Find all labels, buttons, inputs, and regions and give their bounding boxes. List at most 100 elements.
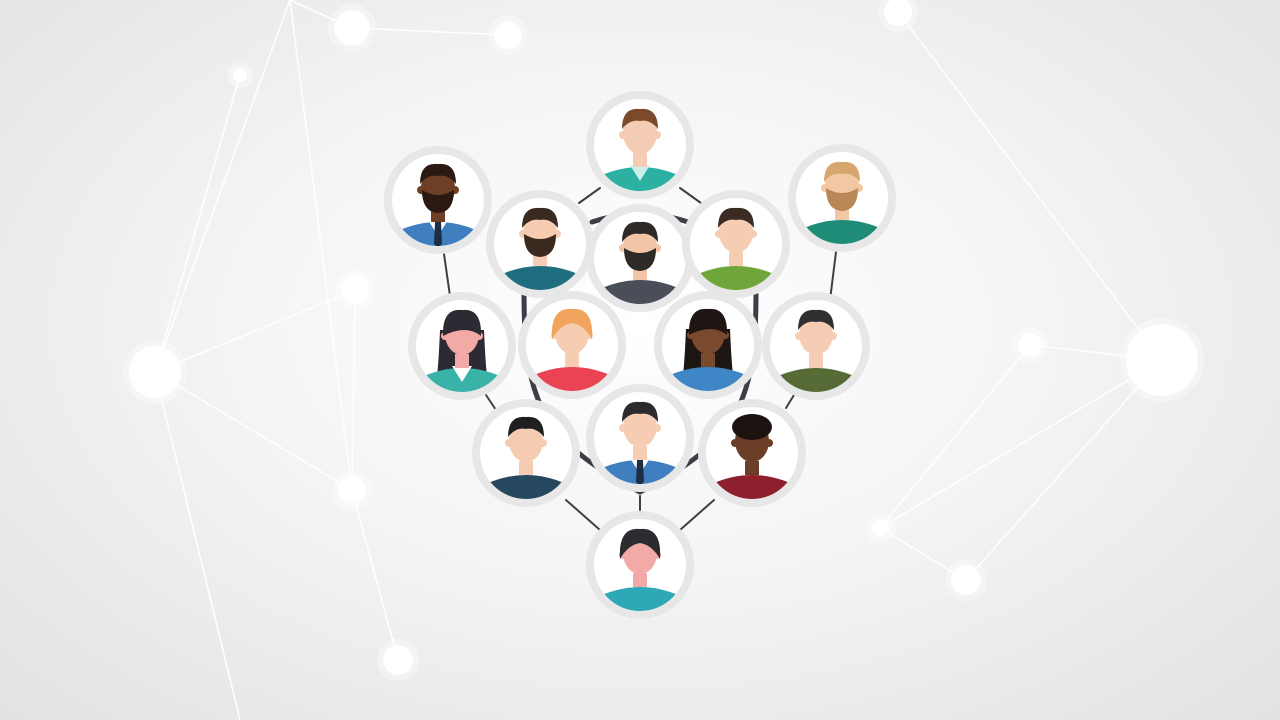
hair xyxy=(420,163,456,184)
beard xyxy=(524,234,556,257)
hair xyxy=(442,309,482,336)
shirt xyxy=(776,368,856,392)
neck xyxy=(701,353,715,367)
network-line xyxy=(879,344,1031,529)
network-line xyxy=(154,371,353,491)
shirt xyxy=(600,587,680,611)
network-node xyxy=(341,276,369,304)
avatar-center-bearded-man xyxy=(586,204,694,312)
collar xyxy=(630,165,650,181)
network-node xyxy=(129,346,181,398)
ear xyxy=(505,439,513,447)
person-figure xyxy=(712,414,792,499)
shirt xyxy=(668,367,748,391)
network-node xyxy=(1018,333,1042,357)
hair xyxy=(798,309,834,330)
ear xyxy=(653,131,661,139)
network-line xyxy=(879,359,1163,529)
ear xyxy=(749,230,757,238)
avatar-mid-right-woman xyxy=(654,291,762,399)
hair xyxy=(688,308,728,335)
avatar-mid-left-woman xyxy=(518,291,626,399)
network-node xyxy=(338,476,366,504)
network-node xyxy=(383,645,413,675)
neck xyxy=(455,354,469,368)
connector-line xyxy=(485,394,497,411)
beard xyxy=(826,188,858,211)
avatar-lower-center-man xyxy=(586,384,694,492)
avatar-lower-right-woman xyxy=(698,399,806,507)
connector-line xyxy=(443,253,451,297)
neck xyxy=(729,252,743,266)
person-figure xyxy=(422,309,502,392)
avatar-top-man xyxy=(586,91,694,199)
ear xyxy=(795,332,803,340)
hair xyxy=(824,161,860,182)
shirt xyxy=(696,266,776,290)
person-figure xyxy=(600,221,680,304)
ear xyxy=(829,332,837,340)
beard xyxy=(624,248,656,271)
person-figure xyxy=(500,207,580,290)
shirt xyxy=(712,475,792,499)
face xyxy=(623,112,657,154)
shirt xyxy=(500,266,580,290)
shirt xyxy=(600,280,680,304)
avatar-upper-left-businessman xyxy=(384,146,492,254)
face xyxy=(623,405,657,447)
ear xyxy=(653,424,661,432)
hair xyxy=(718,207,754,228)
network-line xyxy=(351,289,356,491)
ear xyxy=(765,439,773,447)
connector-line xyxy=(578,187,601,204)
network-node xyxy=(871,519,889,537)
face xyxy=(799,313,833,355)
hair xyxy=(622,401,658,422)
network-line xyxy=(879,527,967,581)
avatar-left-woman xyxy=(408,292,516,400)
ear xyxy=(731,439,739,447)
network-line xyxy=(351,27,509,36)
face xyxy=(719,211,753,253)
tie xyxy=(434,222,442,246)
network-line xyxy=(351,489,399,661)
ear xyxy=(715,230,723,238)
network-line xyxy=(154,74,241,373)
beard xyxy=(422,190,454,213)
background-network xyxy=(123,0,1204,720)
ear xyxy=(619,131,627,139)
hair xyxy=(619,528,661,559)
ear xyxy=(619,424,627,432)
avatar-upper-right-bearded-man xyxy=(788,144,896,252)
avatar-right-man xyxy=(762,292,870,400)
shirt xyxy=(486,475,566,499)
hair xyxy=(551,308,593,339)
avatar-center-right-man xyxy=(682,190,790,298)
connector-lines xyxy=(443,187,837,531)
person-figure xyxy=(668,308,748,391)
avatar-lower-left-man xyxy=(472,399,580,507)
shirt xyxy=(600,167,680,191)
neck xyxy=(809,354,823,368)
hair xyxy=(522,207,558,228)
connector-line xyxy=(679,499,715,531)
person-figure xyxy=(696,207,776,290)
person-figure xyxy=(802,161,882,244)
network-node xyxy=(1126,324,1198,396)
ear xyxy=(539,439,547,447)
connector-line xyxy=(565,499,601,531)
hair xyxy=(508,416,544,437)
hair xyxy=(622,221,658,242)
avatar-bottom-woman xyxy=(586,511,694,619)
shirt xyxy=(802,220,882,244)
network-node xyxy=(884,0,912,26)
network-node xyxy=(951,565,981,595)
person-figure xyxy=(600,401,680,484)
person-figure xyxy=(532,308,612,391)
network-line xyxy=(289,0,353,491)
shirt xyxy=(422,368,502,392)
hair xyxy=(622,108,658,129)
network-node xyxy=(334,10,370,46)
